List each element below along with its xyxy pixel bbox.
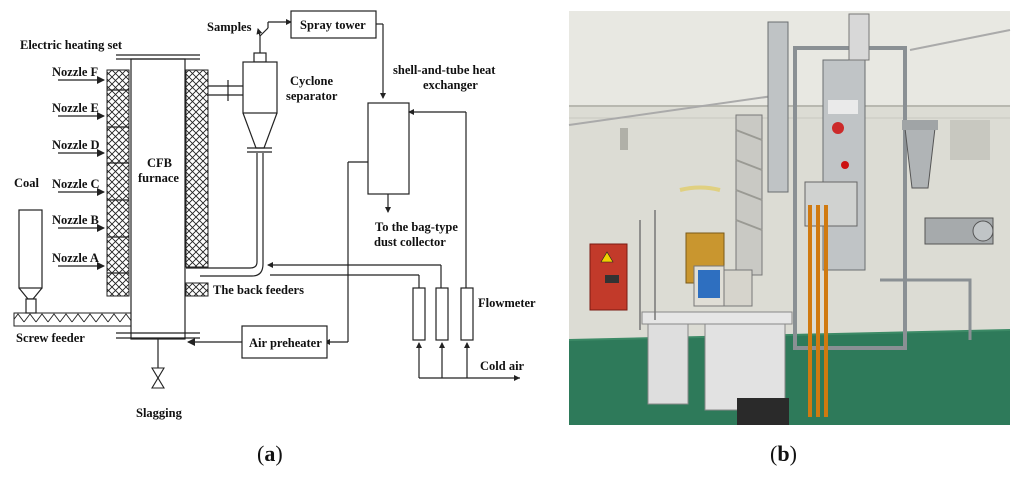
label-furnace: furnace <box>138 171 179 185</box>
label-nozzle-d: Nozzle D <box>52 138 100 152</box>
electric-heating-set-left <box>106 69 130 297</box>
label-nozzle-b: Nozzle B <box>52 213 99 227</box>
caption-panel-a: (a) <box>257 441 283 466</box>
label-flowmeter: Flowmeter <box>478 296 536 310</box>
label-bag-collector-1: To the bag-type <box>375 220 458 234</box>
gas-outlet-line <box>256 19 292 53</box>
cyclone-separator <box>208 52 278 264</box>
label-coal: Coal <box>14 176 40 190</box>
flowmeters <box>412 287 520 381</box>
label-samples: Samples <box>207 20 252 34</box>
caption-letter-a: a <box>264 441 276 466</box>
label-heat-exchanger-2: exchanger <box>423 78 478 92</box>
label-cfb: CFB <box>147 156 172 170</box>
label-nozzle-a: Nozzle A <box>52 251 99 265</box>
electric-heating-set-right <box>185 69 209 268</box>
spray-tower <box>290 10 377 39</box>
label-nozzle-c: Nozzle C <box>52 177 100 191</box>
coal-hopper <box>18 209 43 314</box>
lab-photo-panel-b <box>568 11 1011 425</box>
air-preheater <box>241 325 328 359</box>
shell-and-tube-heat-exchanger <box>367 102 410 195</box>
label-bag-collector-2: dust collector <box>374 235 446 249</box>
label-screw-feeder: Screw feeder <box>16 331 85 345</box>
label-slagging: Slagging <box>136 406 183 420</box>
label-nozzle-f: Nozzle F <box>52 65 99 79</box>
label-electric-heating-set: Electric heating set <box>20 38 123 52</box>
caption-letter-b: b <box>777 441 790 466</box>
screw-feeder <box>13 312 132 327</box>
back-feeder-symbol <box>185 282 209 297</box>
label-cold-air: Cold air <box>480 359 525 373</box>
schematic-panel-a: Samples Spray tower Electric heating set… <box>13 10 536 420</box>
label-air-preheater: Air preheater <box>249 336 322 350</box>
cfb-furnace <box>116 54 200 389</box>
nozzle-arrows <box>58 76 105 270</box>
label-back-feeders: The back feeders <box>213 283 304 297</box>
label-nozzle-e: Nozzle E <box>52 101 99 115</box>
caption-panel-b: (b) <box>770 441 797 466</box>
label-heat-exchanger-1: shell-and-tube heat <box>393 63 496 77</box>
label-separator: separator <box>286 89 338 103</box>
return-leg <box>186 261 258 269</box>
label-spray-tower: Spray tower <box>300 18 366 32</box>
label-cyclone: Cyclone <box>290 74 334 88</box>
